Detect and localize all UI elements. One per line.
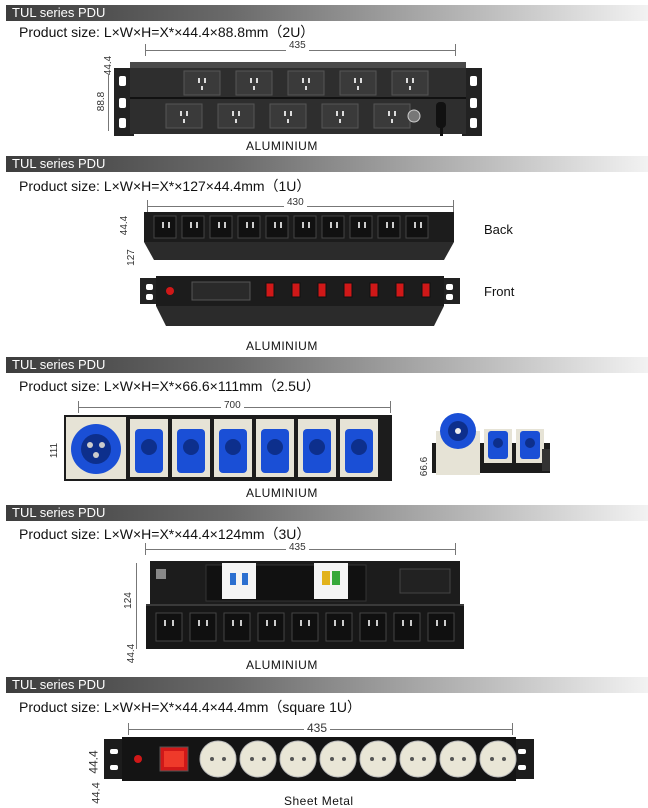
dimension-tick xyxy=(453,200,454,212)
product-size: Product size: L×W×H=X*×44.4×124mm（3U） xyxy=(19,526,311,542)
pdu-3u-image xyxy=(146,561,464,649)
section-header-bar: TUL series PDU xyxy=(6,5,648,21)
section-header: TUL series PDU xyxy=(12,357,106,372)
section-2u: TUL series PDU Product size: L×W×H=X*×44… xyxy=(0,0,648,160)
pdu-square-1u-image xyxy=(104,737,534,781)
dimension-tick xyxy=(145,44,146,56)
material-label: ALUMINIUM xyxy=(246,139,318,153)
section-3u: TUL series PDU Product size: L×W×H=X*×44… xyxy=(0,505,648,677)
material-label: ALUMINIUM xyxy=(246,486,318,500)
dimension-tick xyxy=(455,44,456,56)
height-dimension: 124 xyxy=(122,592,134,609)
pdu-1u-front-image xyxy=(140,276,460,326)
section-header-bar: TUL series PDU xyxy=(6,156,648,172)
section-header-bar: TUL series PDU xyxy=(6,357,648,373)
product-size: Product size: L×W×H=X*×44.4×44.4mm（squar… xyxy=(19,699,362,715)
depth-dimension: 44.4 xyxy=(90,782,103,804)
dimension-tick xyxy=(455,543,456,555)
dimension-line xyxy=(136,563,137,649)
length-dimension: 435 xyxy=(286,40,309,51)
back-label: Back xyxy=(484,222,513,237)
section-header-bar: TUL series PDU xyxy=(6,505,648,521)
section-2-5u: TUL series PDU Product size: L×W×H=X*×66… xyxy=(0,357,648,505)
product-size: Product size: L×W×H=X*×44.4×88.8mm（2U） xyxy=(19,24,315,40)
height-dimension: 88.8 xyxy=(96,91,108,112)
pdu-1u-back-image xyxy=(144,212,454,260)
section-1u: TUL series PDU Product size: L×W×H=X*×12… xyxy=(0,156,648,356)
product-size: Product size: L×W×H=X*×127×44.4mm（1U） xyxy=(19,178,311,194)
length-dimension: 435 xyxy=(304,721,331,735)
section-header: TUL series PDU xyxy=(12,677,106,692)
height-dimension: 44.4 xyxy=(86,750,101,774)
length-dimension: 430 xyxy=(284,197,307,208)
dimension-tick xyxy=(78,401,79,413)
material-label: ALUMINIUM xyxy=(246,658,318,672)
pdu-2-5u-image xyxy=(64,415,392,481)
section-header-bar: TUL series PDU xyxy=(6,677,648,693)
material-label: Sheet Metal xyxy=(284,794,354,808)
section-square-1u: TUL series PDU Product size: L×W×H=X*×44… xyxy=(0,677,648,808)
pdu-2u-image xyxy=(114,62,482,136)
dimension-tick xyxy=(147,200,148,212)
length-dimension: 700 xyxy=(221,400,244,411)
depth-dimension: 44.4 xyxy=(103,55,115,76)
product-size: Product size: L×W×H=X*×66.6×111mm（2.5U） xyxy=(19,378,321,394)
small-height-dimension: 66.6 xyxy=(419,456,431,477)
height-dimension: 44.4 xyxy=(119,215,131,236)
pdu-2-5u-small-image xyxy=(432,413,550,475)
depth-dimension: 127 xyxy=(125,249,137,266)
section-header: TUL series PDU xyxy=(12,5,106,20)
front-label: Front xyxy=(484,284,515,299)
dimension-tick xyxy=(128,723,129,735)
dimension-line xyxy=(108,75,109,131)
dimension-tick xyxy=(145,543,146,555)
section-header: TUL series PDU xyxy=(12,156,106,171)
dimension-tick xyxy=(390,401,391,413)
material-label: ALUMINIUM xyxy=(246,339,318,353)
section-header: TUL series PDU xyxy=(12,505,106,520)
height-dimension: 111 xyxy=(49,442,61,459)
dimension-tick xyxy=(512,723,513,735)
length-dimension: 435 xyxy=(286,542,309,553)
